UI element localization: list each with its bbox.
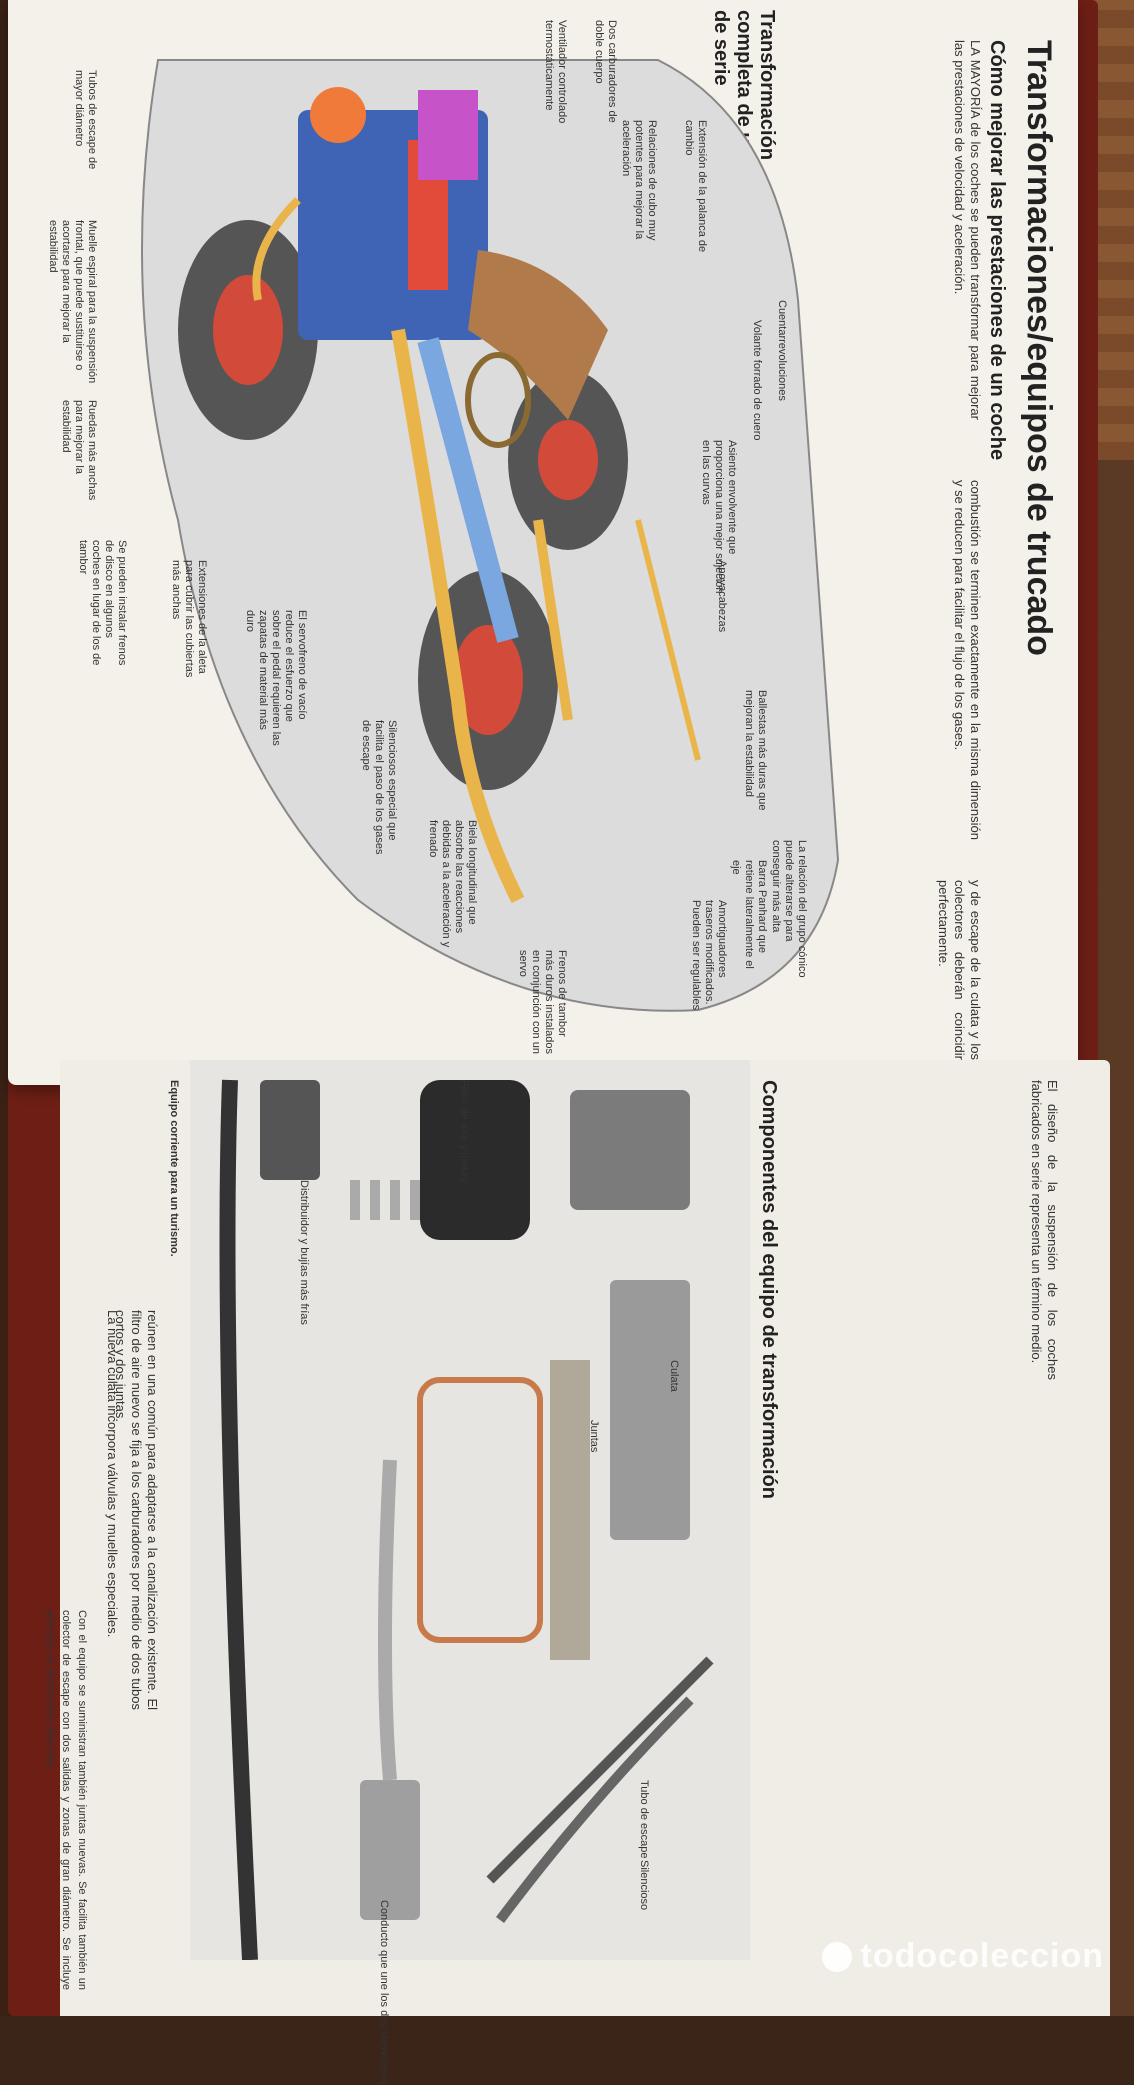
gasket-part-2	[550, 1360, 590, 1660]
body-column-2: combustión se terminen exactamente en la…	[952, 480, 983, 840]
label-carburettors: Dos carburadores de doble cuerpo	[593, 20, 618, 123]
air-filter-part	[420, 1080, 530, 1240]
spark-plug-2	[370, 1180, 380, 1220]
body-column-4: El diseño de la suspensión de los coches…	[1029, 1080, 1060, 1380]
panhard-rod	[635, 519, 701, 761]
body-column-6: La nueva culata incorpora válvulas y mue…	[105, 1310, 120, 1638]
cylinder-head-part	[610, 1280, 690, 1540]
label-cylinder-head: Culata	[668, 1360, 680, 1392]
label-wing-extensions: Extensiones de la aleta para cubrir las …	[170, 560, 208, 678]
silencer-part	[360, 1780, 420, 1920]
distributor-part	[260, 1080, 320, 1180]
label-coil-spring: Muelle espiral para la suspensión fronta…	[47, 220, 98, 384]
car-cutaway-illustration	[141, 59, 840, 1012]
label-distributor: Distribuidor y bujías más frías	[298, 1180, 310, 1325]
label-air-filter: Filtro de aire y juntas	[458, 1080, 470, 1183]
radiator-fan	[310, 87, 366, 143]
title-block: Transformaciones/equipos de trucado	[1019, 40, 1058, 656]
front-left-hub	[213, 275, 283, 385]
label-exhaust-connector: Conducto que une los dos silenciosos	[378, 1900, 390, 2085]
steering-wheel	[465, 352, 531, 448]
label-pipe: Tubo de escape	[638, 1780, 650, 1859]
label-steering: Volante forrado de cuero	[751, 320, 763, 441]
carburettors	[418, 90, 478, 180]
spark-plug-1	[350, 1180, 360, 1220]
body-column-1: LA MAYORÍA de los coches se pueden trans…	[952, 40, 983, 420]
body-column-7: Con el equipo se suministran también jun…	[44, 1610, 88, 1990]
label-leaf-springs: Ballestas más duras que mejoran la estab…	[743, 690, 768, 811]
gasket-part-1	[417, 1377, 543, 1643]
section-heading-4: Equipo corriente para un turismo.	[168, 1080, 180, 1257]
label-tachometer: Cuentarrevoluciones	[776, 300, 788, 401]
label-headrest: Apoyacabezas	[716, 560, 728, 633]
label-panhard: Barra Panhard que retiene lateralmente e…	[730, 860, 768, 969]
carburettor-part	[570, 1090, 690, 1210]
spark-plug-4	[410, 1180, 420, 1220]
watermark-logo-icon	[822, 1942, 852, 1972]
rear-axle	[533, 519, 573, 721]
label-gaskets: Juntas	[588, 1420, 600, 1453]
front-right-hub	[453, 625, 523, 735]
rear-left-hub	[538, 420, 598, 500]
front-pipe	[252, 197, 301, 301]
label-silencers: Silencioso	[638, 1860, 650, 1911]
page-title: Transformaciones/equipos de trucado	[1020, 40, 1058, 656]
label-drum-brakes: Frenos de tambor más duros instalados en…	[517, 950, 568, 1054]
label-radius-arm: Biela longitudinal que absorbe las reacc…	[427, 820, 478, 948]
label-fan: Ventilador controlado termostáticamente	[543, 20, 568, 124]
section-heading-3: Componentes del equipo de transformación	[758, 1080, 780, 1499]
label-servo: El servofreno de vacío reduce el esfuerz…	[244, 610, 308, 746]
upper-page: Transformaciones/equipos de trucado Cómo…	[8, 0, 1078, 1085]
label-disc-brakes: Se pueden instalar frenos de disco en al…	[77, 540, 128, 666]
long-pipe-part	[219, 1079, 258, 1960]
driveshaft	[417, 337, 519, 643]
silencer-pipe-part	[378, 1459, 397, 1781]
label-final-ratio: Relaciones de cubo muy potentes para mej…	[620, 120, 658, 241]
section-heading-1: Cómo mejorar las prestaciones de un coch…	[986, 40, 1008, 461]
body-column-3: y de escape de la culata y los colectore…	[936, 880, 983, 1060]
watermark: todocoleccion	[860, 1937, 1104, 1975]
bucket-seat	[468, 250, 608, 420]
label-shocks: Amortiguadores traseros modificados. Pue…	[690, 900, 728, 1011]
label-silencer: Silenciosos especial que facilita el pas…	[360, 720, 398, 855]
manifold-pipe-2	[496, 1696, 694, 1924]
label-gear-lever: Extensión de la palanca de cambio	[683, 120, 708, 253]
label-final-drive: La relación del grupo cónico puede alter…	[770, 840, 808, 978]
spark-plug-3	[390, 1180, 400, 1220]
lower-page: El diseño de la suspensión de los coches…	[44, 1060, 1110, 2085]
kit-components-photo	[190, 1060, 750, 1960]
label-exhaust-tubes: Tubos de escape de mayor diámetro	[73, 70, 98, 170]
exhaust-pipe	[391, 328, 525, 904]
label-wide-wheels: Ruedas más anchas para mejorar la estabi…	[60, 400, 98, 501]
manifold-pipe-1	[486, 1656, 714, 1884]
